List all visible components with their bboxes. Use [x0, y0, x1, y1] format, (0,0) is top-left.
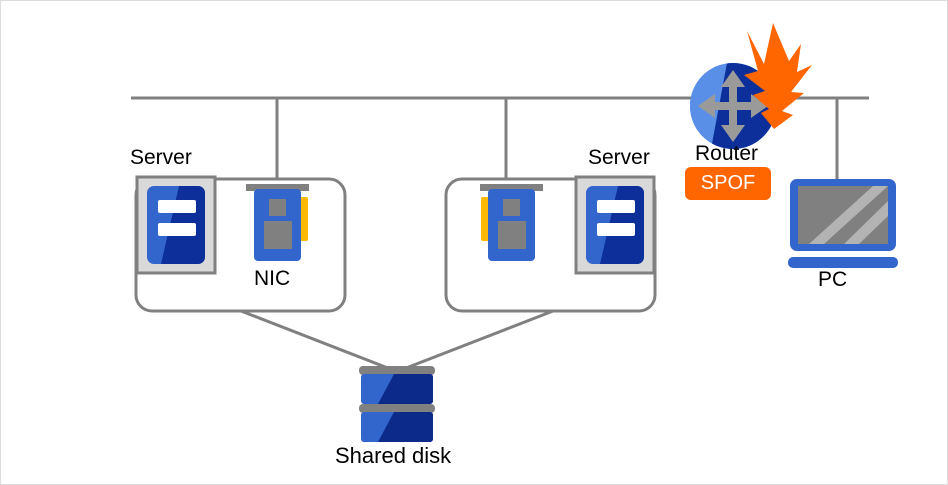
server-right-icon[interactable] — [574, 175, 656, 275]
label-server-right: Server — [588, 146, 650, 169]
pc-monitor-icon[interactable] — [788, 179, 898, 268]
label-nic-left: NIC — [254, 267, 291, 290]
label-shared-disk: Shared disk — [335, 443, 452, 468]
server-left-icon[interactable] — [135, 175, 217, 275]
link-server-right-to-disk — [400, 309, 554, 372]
lightning-burst-icon — [744, 23, 812, 129]
shared-disk-icon[interactable] — [359, 366, 435, 442]
link-server-left-to-disk — [240, 309, 394, 372]
server-right-nic-icon[interactable] — [480, 184, 543, 261]
label-pc: PC — [818, 268, 848, 291]
label-router: Router — [695, 142, 759, 165]
spof-badge: SPOF — [685, 167, 771, 200]
server-left-nic-icon[interactable] — [246, 184, 309, 261]
label-server-left: Server — [130, 146, 192, 169]
